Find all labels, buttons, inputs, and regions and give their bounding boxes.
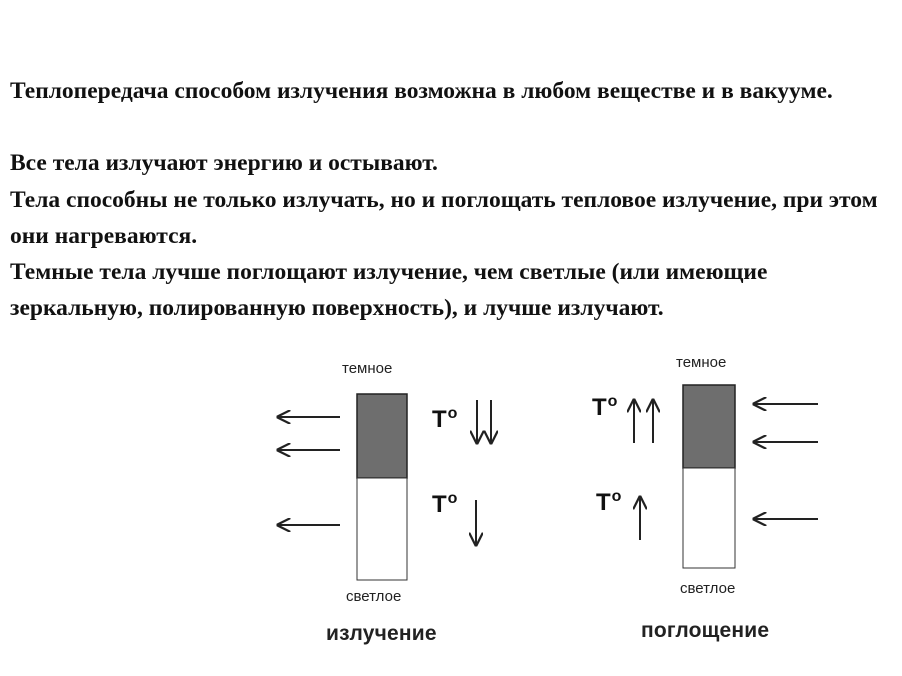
left-light-body: [356, 477, 408, 581]
right-dark-body: [682, 384, 736, 469]
left-light-label: светлое: [346, 588, 402, 605]
left-dark-body: [356, 393, 408, 479]
right-temp-symbol-bottom: To: [596, 488, 622, 516]
right-dark-label: темное: [676, 354, 727, 371]
left-temp-symbol-bottom: To: [432, 490, 458, 518]
right-light-body: [682, 467, 736, 569]
left-caption: излучение: [326, 622, 437, 645]
paragraph-radiation-medium: Теплопередача способом излучения возможн…: [10, 78, 833, 104]
right-caption: поглощение: [641, 619, 770, 642]
right-light-label: светлое: [680, 580, 736, 597]
right-temp-symbol-top: To: [592, 393, 618, 421]
paragraph-bodies-absorb: Тела способны не только излучать, но и п…: [10, 187, 878, 249]
paragraph-dark-bodies: Темные тела лучше поглощают излучение, ч…: [10, 259, 768, 321]
left-temp-symbol-top: To: [432, 405, 458, 433]
paragraph-bodies-emit: Все тела излучают энергию и остывают.: [10, 150, 438, 176]
left-dark-label: темное: [342, 360, 393, 377]
